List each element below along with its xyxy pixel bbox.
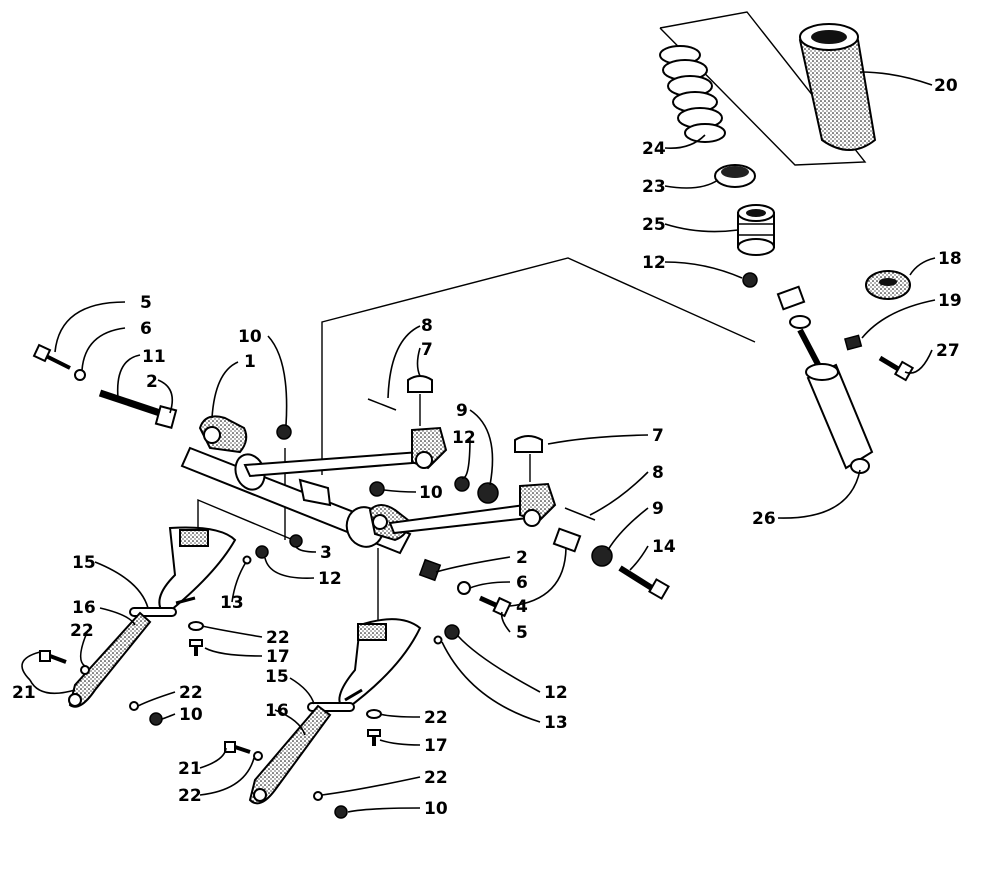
pivot-pin	[98, 389, 162, 417]
callout-2: 2	[146, 372, 158, 392]
callout-12: 12	[318, 569, 342, 589]
right-pivot-bushing	[418, 558, 442, 582]
callout-8: 8	[652, 463, 664, 483]
upper-link-bracket	[407, 375, 448, 470]
callout-22: 22	[70, 621, 94, 641]
shock-body	[797, 328, 874, 474]
callout-19: 19	[938, 291, 962, 311]
upper-cotter-pin	[367, 398, 397, 411]
upper-washer	[477, 482, 499, 504]
callout-23: 23	[642, 177, 666, 197]
shock-sleeve	[844, 334, 863, 351]
link-spacer	[552, 527, 582, 553]
callout-22: 22	[266, 628, 290, 648]
arm-nut	[276, 424, 292, 440]
right-pivot-washer	[457, 581, 471, 595]
callout-9: 9	[652, 499, 664, 519]
trailing-arm-assembly	[32, 343, 670, 618]
lower-link-rod	[388, 503, 530, 535]
callout-9: 9	[456, 401, 468, 421]
callout-10: 10	[179, 705, 203, 725]
left-footrest-assembly	[39, 526, 269, 726]
lower-link-bracket	[514, 435, 557, 527]
callout-17: 17	[266, 647, 290, 667]
assembly-group-lines	[197, 11, 867, 625]
shock-bolt	[878, 355, 915, 382]
pivot-bushing	[154, 405, 178, 429]
callout-26: 26	[752, 509, 776, 529]
callout-5: 5	[516, 623, 528, 643]
callout-16: 16	[72, 598, 96, 618]
left-pivot-washer	[74, 369, 86, 381]
callout-10: 10	[419, 483, 443, 503]
left-pivot-bolt	[32, 343, 71, 370]
callout-22: 22	[178, 786, 202, 806]
right-pivot-bolt	[478, 595, 512, 618]
callout-8: 8	[421, 316, 433, 336]
link-bolt	[618, 565, 670, 600]
callout-15: 15	[265, 667, 289, 687]
shock-spring	[659, 45, 726, 143]
right-footrest-assembly	[224, 618, 460, 819]
shock-nut	[742, 272, 758, 288]
tube-nut	[369, 481, 385, 497]
callout-13: 13	[220, 593, 244, 613]
callout-1: 1	[244, 352, 256, 372]
leader-lines	[21, 71, 936, 813]
arm-bolt-head	[289, 534, 303, 548]
shock-cushion	[865, 270, 911, 300]
callout-15: 15	[72, 553, 96, 573]
callout-24: 24	[642, 139, 666, 159]
callout-7: 7	[652, 426, 664, 446]
callout-labels: 20 24 23 25 12 18 19 27 26 5 6 11 2 1 10…	[12, 76, 962, 819]
callout-27: 27	[936, 341, 960, 361]
center-plate	[298, 478, 332, 507]
callout-7: 7	[421, 340, 433, 360]
callout-10: 10	[424, 799, 448, 819]
upper-link-rod	[243, 450, 427, 478]
shock-absorber-assembly	[659, 23, 915, 474]
callout-21: 21	[12, 683, 36, 703]
spring-adjuster	[737, 204, 775, 256]
callout-12: 12	[544, 683, 568, 703]
callout-4: 4	[516, 597, 528, 617]
callout-22: 22	[179, 683, 203, 703]
callout-21: 21	[178, 759, 202, 779]
callout-3: 3	[320, 543, 332, 563]
callout-18: 18	[938, 249, 962, 269]
callout-12: 12	[642, 253, 666, 273]
callout-2: 2	[516, 548, 528, 568]
callout-17: 17	[424, 736, 448, 756]
callout-25: 25	[642, 215, 666, 235]
callout-22: 22	[424, 708, 448, 728]
callout-13: 13	[544, 713, 568, 733]
callout-16: 16	[265, 701, 289, 721]
upper-link-nut	[454, 476, 470, 492]
lower-washer	[591, 545, 613, 567]
callout-10: 10	[238, 327, 262, 347]
left-arm-bracket	[198, 415, 248, 454]
callout-6: 6	[140, 319, 152, 339]
spring-collar	[714, 164, 756, 188]
shock-boot	[798, 23, 877, 151]
lower-cotter-pin	[564, 507, 596, 521]
shock-upper-bushing	[776, 285, 811, 329]
callout-5: 5	[140, 293, 152, 313]
callout-11: 11	[142, 347, 166, 367]
callout-20: 20	[934, 76, 958, 96]
callout-12: 12	[452, 428, 476, 448]
callout-14: 14	[652, 537, 676, 557]
callout-6: 6	[516, 573, 528, 593]
callout-22: 22	[424, 768, 448, 788]
